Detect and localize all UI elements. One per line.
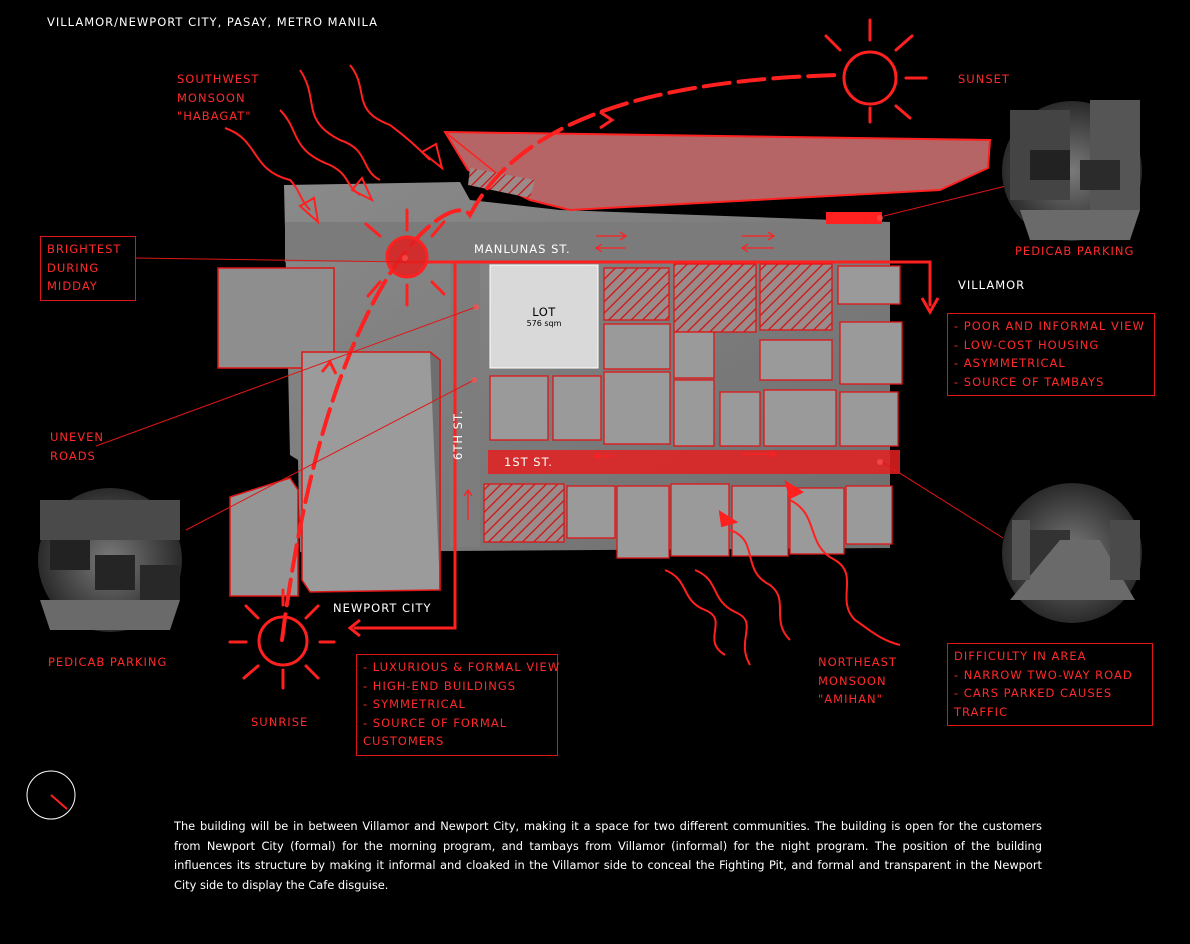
manlunas-street-road [285, 222, 890, 262]
uneven-roads-line-1: UNEVEN [50, 430, 105, 444]
block-2 [603, 323, 671, 370]
difficulty-note-3: - CARS PARKED CAUSES [954, 686, 1113, 701]
pedicab-parking-strip [826, 212, 882, 224]
sunset-sun-icon [824, 18, 928, 124]
block-4 [759, 339, 833, 381]
newport-city-label: NEWPORT CITY [333, 601, 432, 615]
lot-parcel [489, 264, 599, 369]
block-6 [489, 375, 549, 441]
lot-area: 576 sqm [526, 319, 562, 328]
villamor-note-4: - SOURCE OF TAMBAYS [954, 374, 1105, 389]
villamor-note-3: - ASYMMETRICAL [954, 356, 1066, 371]
block-12 [839, 391, 899, 447]
newport-note-1: - LUXURIOUS & FORMAL VIEW [363, 660, 561, 674]
sixth-street-label: 6TH ST. [451, 409, 465, 460]
lot-label: LOT 576 sqm [490, 305, 598, 328]
villamor-note-1: - POOR AND INFORMAL VIEW [954, 319, 1145, 333]
block-10 [719, 391, 761, 447]
block-hatched-1 [603, 267, 670, 321]
northeast-monsoon-line-3: "AMIHAN" [818, 692, 883, 706]
sunrise-label: SUNRISE [251, 715, 309, 729]
newport-notes-box: - LUXURIOUS & FORMAL VIEW - HIGH-END BUI… [356, 654, 561, 756]
location-header: VILLAMOR/NEWPORT CITY, PASAY, METRO MANI… [47, 15, 379, 29]
southwest-monsoon-line-1: SOUTHWEST [177, 72, 260, 86]
newport-note-4: - SOURCE OF FORMAL [363, 715, 508, 730]
pedicab-photo-left [38, 488, 182, 632]
sunset-label: SUNSET [958, 72, 1010, 86]
pedicab-photo-right [1002, 100, 1142, 241]
newport-note-3: - SYMMETRICAL [363, 697, 466, 712]
pedicab-parking-left-label: PEDICAB PARKING [48, 655, 168, 669]
block-13 [566, 485, 616, 539]
difficulty-note-2: - NARROW TWO-WAY ROAD [954, 667, 1133, 682]
block-17 [789, 487, 845, 555]
block-8 [603, 371, 671, 445]
block-5 [839, 321, 903, 385]
newport-note-5: CUSTOMERS [363, 734, 445, 749]
difficulty-note-1: DIFFICULTY IN AREA [954, 649, 1087, 663]
northeast-monsoon-line-2: MONSOON [818, 673, 887, 688]
newport-note-2: - HIGH-END BUILDINGS [363, 678, 517, 693]
southwest-monsoon-line-3: "HABAGAT" [177, 109, 252, 123]
block-14 [616, 485, 670, 559]
brightest-box: BRIGHTEST DURING MIDDAY [40, 236, 136, 301]
block-1 [837, 265, 901, 305]
block-hatched-3 [759, 263, 833, 331]
villamor-note-2: - LOW-COST HOUSING [954, 337, 1100, 352]
block-hatched-2 [673, 263, 757, 333]
description-paragraph: The building will be in between Villamor… [174, 819, 1042, 892]
first-street-road [488, 450, 900, 474]
difficulty-note-4: TRAFFIC [954, 704, 1009, 719]
block-7 [552, 375, 602, 441]
difficulty-notes-box: DIFFICULTY IN AREA - NARROW TWO-WAY ROAD… [947, 643, 1153, 727]
road-photo-right [1002, 483, 1142, 623]
southwest-wind-arrows [224, 64, 444, 225]
block-15 [670, 483, 730, 557]
first-street-label: 1ST ST. [504, 455, 553, 469]
villamor-notes-box: - POOR AND INFORMAL VIEW - LOW-COST HOUS… [947, 313, 1155, 397]
lot-title: LOT [532, 305, 556, 319]
block-18 [845, 485, 893, 545]
north-compass-icon [26, 770, 76, 820]
northeast-monsoon-label: NORTHEAST MONSOON "AMIHAN" [818, 653, 897, 709]
sun-path [280, 73, 842, 642]
block-3 [673, 331, 715, 379]
northeast-wind-arrows [664, 479, 901, 666]
block-9 [673, 379, 715, 447]
manlunas-street-label: MANLUNAS ST. [474, 242, 571, 256]
southwest-monsoon-label: SOUTHWEST MONSOON "HABAGAT" [177, 70, 259, 126]
brightest-line-1: BRIGHTEST [47, 242, 122, 256]
villamor-label: VILLAMOR [958, 278, 1026, 292]
brightest-line-3: MIDDAY [47, 279, 98, 294]
southwest-monsoon-line-2: MONSOON [177, 90, 246, 105]
northeast-monsoon-line-1: NORTHEAST [818, 655, 897, 669]
uneven-roads-line-2: ROADS [50, 448, 96, 463]
block-11 [763, 389, 837, 447]
block-hatched-4 [483, 483, 565, 543]
newport-tower [301, 351, 441, 593]
left-building-2 [229, 477, 299, 597]
sunrise-sun-icon [228, 588, 336, 690]
brightest-line-2: DURING [47, 260, 100, 275]
pedicab-parking-right-label: PEDICAB PARKING [1015, 244, 1135, 258]
block-16 [731, 485, 789, 557]
uneven-roads-label: UNEVEN ROADS [50, 428, 104, 465]
